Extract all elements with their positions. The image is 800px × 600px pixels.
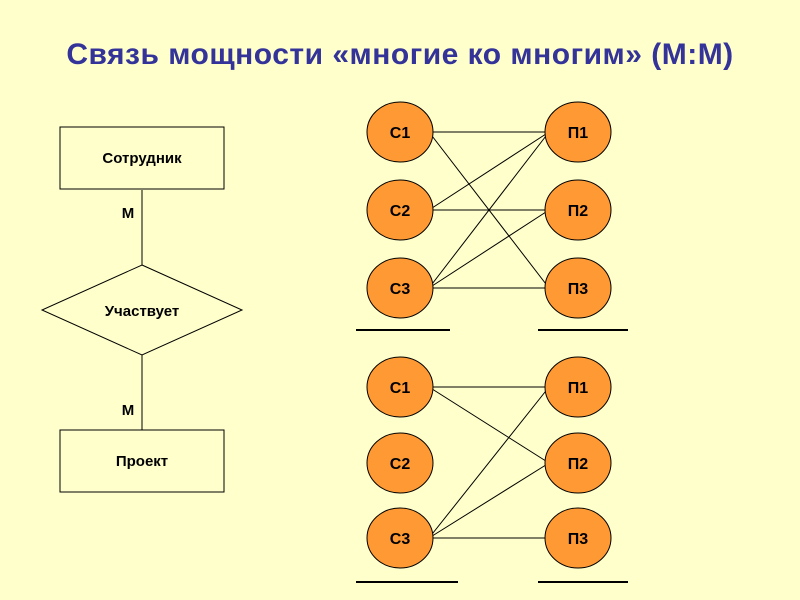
cardinality-label-top: М [122,205,135,222]
node-label: С2 [390,203,411,220]
node-label: С3 [390,281,411,298]
node-ellipse [366,179,434,241]
node-ellipse [366,101,434,163]
node-label: С3 [390,531,411,548]
node-ellipse [366,356,434,418]
node-bottom-left-3: С3 [366,507,434,569]
edge-bottom-С3-П2 [428,462,550,539]
node-ellipse [544,257,612,319]
edge-top-С3-П1 [428,131,550,289]
edge-top-С2-П1 [428,131,550,211]
er-diagram: Сотрудник М Участвует М Проект [40,126,244,493]
node-bottom-left-1: С1 [366,356,434,418]
node-label: П3 [568,281,589,298]
node-top-left-1: С1 [366,101,434,163]
node-top-right-3: П3 [544,257,612,319]
relationship-label: Участвует [105,303,180,320]
node-ellipse [544,432,612,494]
node-label: П3 [568,531,589,548]
entity-box-employee [59,126,225,190]
node-ellipse [544,101,612,163]
entity-label-project: Проект [116,453,168,470]
node-ellipse [544,507,612,569]
edge-top-С3-П2 [428,209,550,289]
node-top-left-3: С3 [366,257,434,319]
node-bottom-right-1: П1 [544,356,612,418]
entity-label-employee: Сотрудник [102,150,182,167]
cardinality-label-bottom: М [122,402,135,419]
node-bottom-left-2: С2 [366,432,434,494]
node-top-left-2: С2 [366,179,434,241]
node-label: С1 [390,125,411,142]
node-label: П1 [568,380,589,397]
node-top-right-2: П2 [544,179,612,241]
node-ellipse [366,507,434,569]
relationship-diamond [40,264,244,356]
node-bottom-right-3: П3 [544,507,612,569]
edge-bottom-С1-П2 [428,386,550,464]
node-label: П2 [568,456,589,473]
graph-bottom-edges [428,386,550,539]
node-ellipse [366,257,434,319]
page-title: Связь мощности «многие ко многим» (М:М) [66,38,734,71]
node-label: С2 [390,456,411,473]
node-label: П1 [568,125,589,142]
entity-box-project [59,429,225,493]
node-ellipse [544,179,612,241]
node-label: С1 [390,380,411,397]
graph-top-edges [428,131,550,289]
node-ellipse [544,356,612,418]
node-top-right-1: П1 [544,101,612,163]
edge-bottom-С3-П1 [428,386,550,539]
node-ellipse [366,432,434,494]
node-bottom-right-2: П2 [544,432,612,494]
node-label: П2 [568,203,589,220]
